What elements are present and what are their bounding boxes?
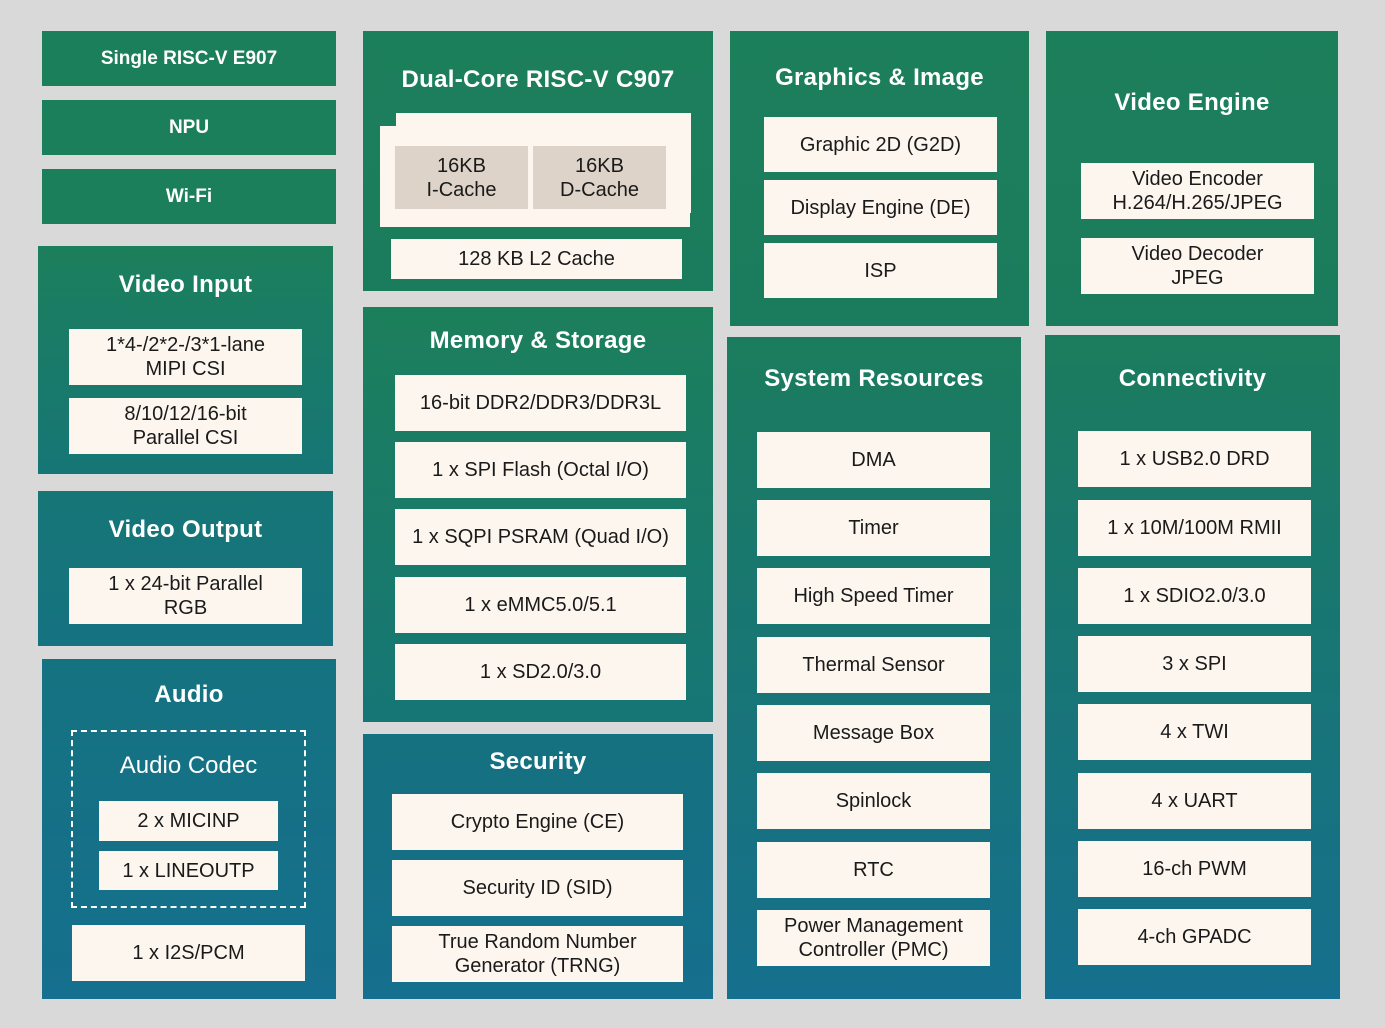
system-resources-title: System Resources — [764, 365, 984, 392]
connectivity-rmii: 1 x 10M/100M RMII — [1078, 500, 1311, 556]
audio-title: Audio — [154, 681, 224, 708]
video-engine-block: Video Engine Video Encoder H.264/H.265/J… — [1046, 31, 1338, 326]
audio-codec-title: Audio Codec — [119, 752, 258, 779]
dcache-cell: 16KB D-Cache — [533, 146, 666, 209]
security-crypto-engine: Crypto Engine (CE) — [392, 794, 683, 850]
graphics-image-block: Graphics & Image Graphic 2D (G2D) Displa… — [730, 31, 1029, 326]
system-message-box: Message Box — [757, 705, 990, 761]
video-input-title: Video Input — [118, 271, 253, 298]
memory-storage-title: Memory & Storage — [429, 327, 647, 354]
video-encoder: Video Encoder H.264/H.265/JPEG — [1081, 163, 1314, 219]
system-high-speed-timer: High Speed Timer — [757, 568, 990, 624]
wifi-label: Wi-Fi — [165, 185, 213, 207]
dual-core-title: Dual-Core RISC-V C907 — [401, 66, 675, 93]
single-riscv-e907-block: Single RISC-V E907 — [42, 31, 336, 86]
video-input-parallel-csi: 8/10/12/16-bit Parallel CSI — [69, 398, 302, 454]
memory-emmc: 1 x eMMC5.0/5.1 — [395, 577, 686, 633]
connectivity-usb: 1 x USB2.0 DRD — [1078, 431, 1311, 487]
system-spinlock: Spinlock — [757, 773, 990, 829]
l2-cache-cell: 128 KB L2 Cache — [391, 239, 682, 279]
security-block: Security Crypto Engine (CE) Security ID … — [363, 734, 713, 999]
connectivity-block: Connectivity 1 x USB2.0 DRD 1 x 10M/100M… — [1045, 335, 1340, 999]
security-id: Security ID (SID) — [392, 860, 683, 916]
single-riscv-e907-label: Single RISC-V E907 — [100, 47, 278, 69]
connectivity-title: Connectivity — [1118, 365, 1267, 392]
system-dma: DMA — [757, 432, 990, 488]
connectivity-uart: 4 x UART — [1078, 773, 1311, 829]
video-output-parallel-rgb: 1 x 24-bit Parallel RGB — [69, 568, 302, 624]
system-rtc: RTC — [757, 842, 990, 898]
security-trng: True Random Number Generator (TRNG) — [392, 926, 683, 982]
graphics-isp: ISP — [764, 243, 997, 298]
memory-spi-flash: 1 x SPI Flash (Octal I/O) — [395, 442, 686, 498]
video-engine-title: Video Engine — [1114, 89, 1270, 116]
connectivity-pwm: 16-ch PWM — [1078, 841, 1311, 897]
audio-micinp: 2 x MICINP — [99, 801, 278, 841]
audio-block: Audio Audio Codec 2 x MICINP 1 x LINEOUT… — [42, 659, 336, 999]
audio-lineoutp: 1 x LINEOUTP — [99, 851, 278, 890]
npu-label: NPU — [168, 116, 210, 138]
video-input-block: Video Input 1*4-/2*2-/3*1-lane MIPI CSI … — [38, 246, 333, 474]
connectivity-gpadc: 4-ch GPADC — [1078, 909, 1311, 965]
icache-cell: 16KB I-Cache — [395, 146, 528, 209]
npu-block: NPU — [42, 100, 336, 155]
video-output-title: Video Output — [108, 516, 263, 543]
system-resources-block: System Resources DMA Timer High Speed Ti… — [727, 337, 1021, 999]
system-thermal-sensor: Thermal Sensor — [757, 637, 990, 693]
system-timer: Timer — [757, 500, 990, 556]
graphics-image-title: Graphics & Image — [775, 64, 984, 91]
video-input-mipi-csi: 1*4-/2*2-/3*1-lane MIPI CSI — [69, 329, 302, 385]
audio-i2s-pcm: 1 x I2S/PCM — [72, 925, 305, 981]
memory-ddr: 16-bit DDR2/DDR3/DDR3L — [395, 375, 686, 431]
connectivity-twi: 4 x TWI — [1078, 704, 1311, 760]
system-pmc: Power Management Controller (PMC) — [757, 910, 990, 966]
memory-sd: 1 x SD2.0/3.0 — [395, 644, 686, 700]
graphics-display-engine: Display Engine (DE) — [764, 180, 997, 235]
connectivity-spi: 3 x SPI — [1078, 636, 1311, 692]
video-decoder: Video Decoder JPEG — [1081, 238, 1314, 294]
audio-codec-group: Audio Codec 2 x MICINP 1 x LINEOUTP — [71, 730, 306, 908]
dual-core-block: Dual-Core RISC-V C907 16KB I-Cache 16KB … — [363, 31, 713, 291]
video-output-block: Video Output 1 x 24-bit Parallel RGB — [38, 491, 333, 646]
connectivity-sdio: 1 x SDIO2.0/3.0 — [1078, 568, 1311, 624]
graphics-g2d: Graphic 2D (G2D) — [764, 117, 997, 172]
memory-storage-block: Memory & Storage 16-bit DDR2/DDR3/DDR3L … — [363, 307, 713, 722]
memory-sqpi-psram: 1 x SQPI PSRAM (Quad I/O) — [395, 509, 686, 565]
security-title: Security — [489, 748, 587, 775]
wifi-block: Wi-Fi — [42, 169, 336, 224]
